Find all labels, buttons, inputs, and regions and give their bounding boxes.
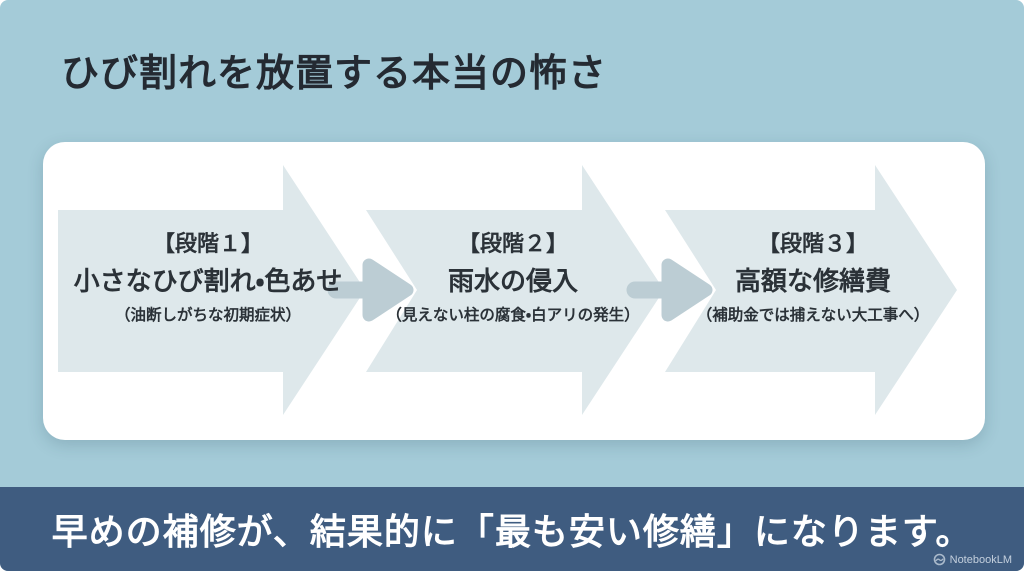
stage-2-label: 【段階２】 xyxy=(457,231,568,256)
stage-1-label: 【段階１】 xyxy=(152,231,263,256)
watermark: NotebookLM xyxy=(933,553,1012,566)
process-arrow-stage3 xyxy=(665,165,957,415)
stage-3-heading: 高額な修繕費 xyxy=(734,265,891,296)
watermark-label: NotebookLM xyxy=(949,553,1012,566)
conclusion-banner: 早めの補修が、結果的に「最も安い修繕」になります。 xyxy=(0,487,1024,571)
connector-arrow-icon-1 xyxy=(327,258,414,322)
process-arrow-stage1 xyxy=(58,165,365,415)
stage-block-2: 【段階２】 雨水の侵入 （見えない柱の腐食・白アリの発生） xyxy=(363,230,663,325)
conclusion-message: 早めの補修が、結果的に「最も安い修繕」になります。 xyxy=(51,511,973,552)
stage-1-heading: 小さなひび割れ・色あせ xyxy=(73,265,343,296)
page-title: ひび割れを放置する本当の怖さ xyxy=(61,53,608,95)
stage-2-note: （見えない柱の腐食・白アリの発生） xyxy=(386,307,640,324)
stage-block-3: 【段階３】 高額な修繕費 （補助金では捕えない大工事へ） xyxy=(663,230,963,325)
notebooklm-logo-icon xyxy=(933,553,945,566)
process-arrow-stage2 xyxy=(366,165,664,415)
stage-3-label: 【段階３】 xyxy=(757,231,868,256)
process-arrows-graphic xyxy=(58,165,957,415)
connector-arrow-icon-2 xyxy=(626,258,713,322)
process-card: 【段階１】 小さなひび割れ・色あせ （油断しがちな初期症状） 【段階２】 雨水の… xyxy=(43,142,985,440)
stage-block-1: 【段階１】 小さなひび割れ・色あせ （油断しがちな初期症状） xyxy=(58,230,358,325)
stage-1-note: （油断しがちな初期症状） xyxy=(114,307,301,324)
stage-3-note: （補助金では捕えない大工事へ） xyxy=(696,307,930,324)
stage-2-heading: 雨水の侵入 xyxy=(447,265,578,296)
